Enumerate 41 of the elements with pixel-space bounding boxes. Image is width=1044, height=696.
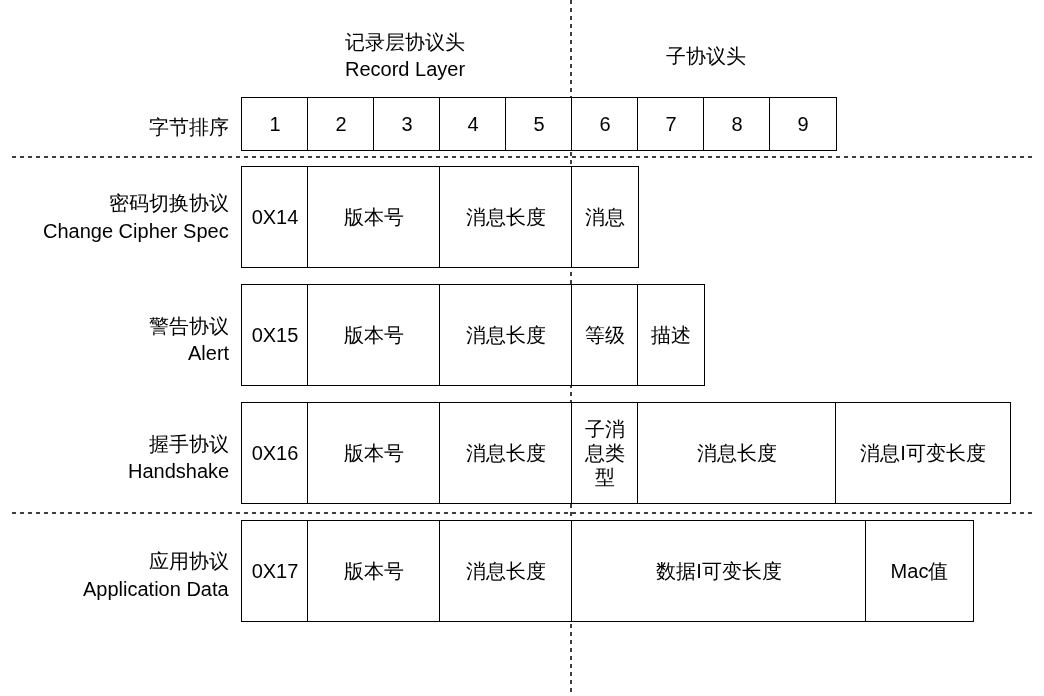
field-cell: 消息I可变长度	[835, 402, 1011, 504]
field-cell: 数据I可变长度	[571, 520, 867, 622]
row-label: Handshake	[128, 459, 230, 483]
field-cell: 等级	[571, 284, 639, 386]
byte-number-cell: 9	[769, 97, 837, 151]
header-text: 子协议头	[666, 44, 746, 68]
field-cell: 0X15	[241, 284, 309, 386]
field-cell: 消息长度	[439, 520, 573, 622]
byte-number-cell: 4	[439, 97, 507, 151]
field-cell: 消息长度	[439, 402, 573, 504]
header-text: Record Layer	[345, 57, 466, 81]
byte-number-cell: 6	[571, 97, 639, 151]
row-label: 握手协议	[149, 432, 229, 456]
field-cell: 0X17	[241, 520, 309, 622]
row-label: Application Data	[83, 577, 229, 601]
row-label: Change Cipher Spec	[43, 219, 229, 243]
field-cell: Mac值	[865, 520, 974, 622]
row-label: 应用协议	[149, 549, 229, 573]
field-cell: 版本号	[307, 520, 441, 622]
field-cell: 消息长度	[637, 402, 837, 504]
field-cell: 描述	[637, 284, 705, 386]
row-label: 警告协议	[149, 314, 229, 338]
row-label: 字节排序	[149, 115, 229, 139]
row-label: 密码切换协议	[109, 191, 229, 215]
field-cell: 消息	[571, 166, 639, 268]
row-label: Alert	[188, 341, 230, 365]
byte-number-cell: 1	[241, 97, 309, 151]
field-cell: 版本号	[307, 166, 441, 268]
byte-number-cell: 7	[637, 97, 705, 151]
header-text: 记录层协议头	[345, 30, 465, 54]
field-cell: 子消息类型	[571, 402, 639, 504]
field-cell: 版本号	[307, 402, 441, 504]
field-cell: 0X16	[241, 402, 309, 504]
byte-number-cell: 3	[373, 97, 441, 151]
byte-number-cell: 8	[703, 97, 771, 151]
byte-number-cell: 2	[307, 97, 375, 151]
field-cell: 0X14	[241, 166, 309, 268]
field-cell: 消息长度	[439, 166, 573, 268]
field-cell: 消息长度	[439, 284, 573, 386]
byte-number-cell: 5	[505, 97, 573, 151]
field-cell: 版本号	[307, 284, 441, 386]
